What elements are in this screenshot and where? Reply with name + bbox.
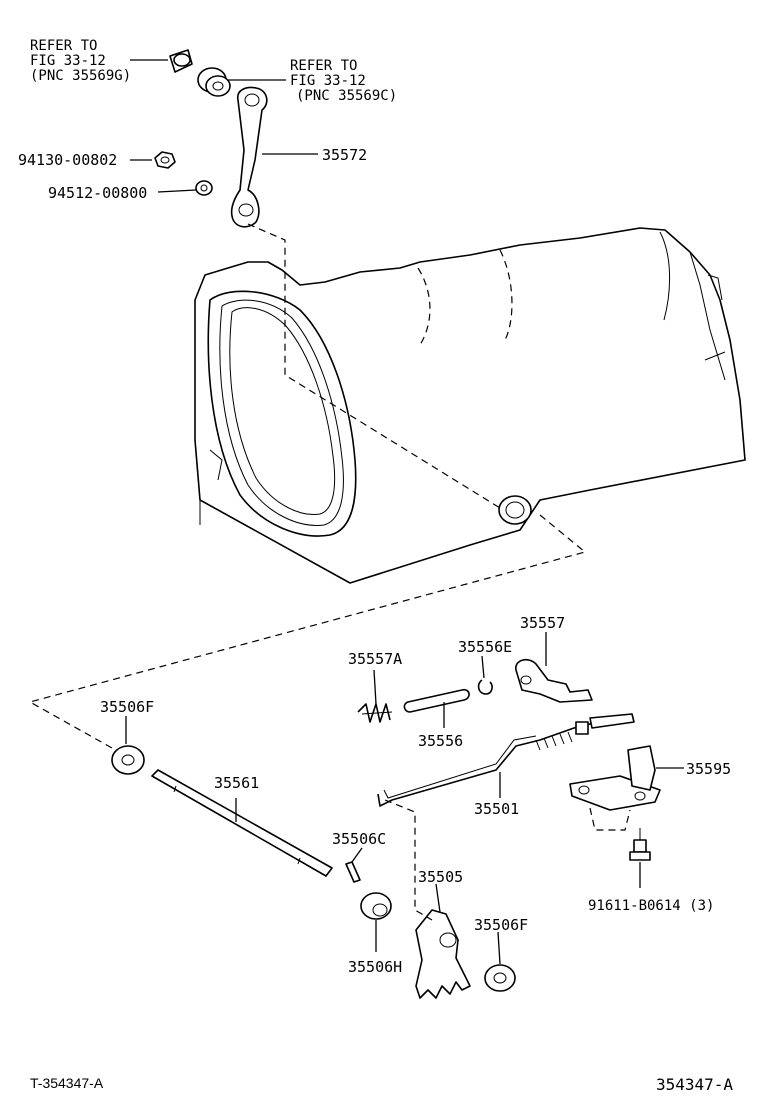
bushing-35506H: [360, 892, 392, 920]
refer-right-line2: FIG 33-12: [290, 73, 366, 89]
nut-94130: [154, 151, 176, 169]
label-94512: 94512-00800: [48, 184, 147, 202]
leader-lines: [125, 59, 684, 965]
bolt-91611: [629, 828, 651, 861]
refer-left-line2: FIG 33-12: [30, 53, 106, 69]
cable-35501: [377, 713, 635, 807]
label-91611: 91611-B0614 (3): [588, 898, 714, 914]
bushing-upper: [169, 49, 193, 73]
bracket-35595: [569, 745, 661, 831]
alignment-lines: [28, 223, 587, 921]
label-35505: 35505: [418, 868, 463, 886]
control-lever-arm: [230, 86, 268, 228]
label-35556: 35556: [418, 732, 463, 750]
e-ring-35556E: [477, 679, 493, 695]
refer-left-line3: (PNC 35569G): [30, 68, 131, 84]
spring-35557A: [357, 703, 393, 723]
footer-right-code: 354347-A: [656, 1075, 733, 1094]
label-35506H: 35506H: [348, 958, 402, 976]
refer-right-line1: REFER TO: [290, 58, 357, 74]
shaft-35561: [151, 769, 333, 877]
oil-seal-35506F-right: [484, 964, 516, 992]
pin-35506C: [345, 861, 361, 883]
washer-94512: [195, 180, 213, 196]
label-94130: 94130-00802: [18, 151, 117, 169]
footer-left-code: T-354347-A: [30, 1075, 104, 1091]
label-35557: 35557: [520, 614, 565, 632]
transmission-case: [194, 227, 746, 584]
label-35506F-left: 35506F: [100, 698, 154, 716]
label-35572: 35572: [322, 146, 367, 164]
refer-left-line1: REFER TO: [30, 38, 97, 54]
refer-right-line3: (PNC 35569C): [296, 88, 397, 104]
pin-35556: [403, 688, 470, 713]
label-35557A: 35557A: [348, 650, 402, 668]
oil-seal-35506F-left: [111, 745, 145, 775]
label-35561: 35561: [214, 774, 259, 792]
label-35556E: 35556E: [458, 638, 512, 656]
detent-plate-35505: [415, 909, 471, 999]
lever-35557: [515, 658, 593, 703]
seal-upper: [197, 67, 231, 97]
label-35506F-right: 35506F: [474, 916, 528, 934]
label-35595: 35595: [686, 760, 731, 778]
label-35506C: 35506C: [332, 830, 386, 848]
label-35501: 35501: [474, 800, 519, 818]
